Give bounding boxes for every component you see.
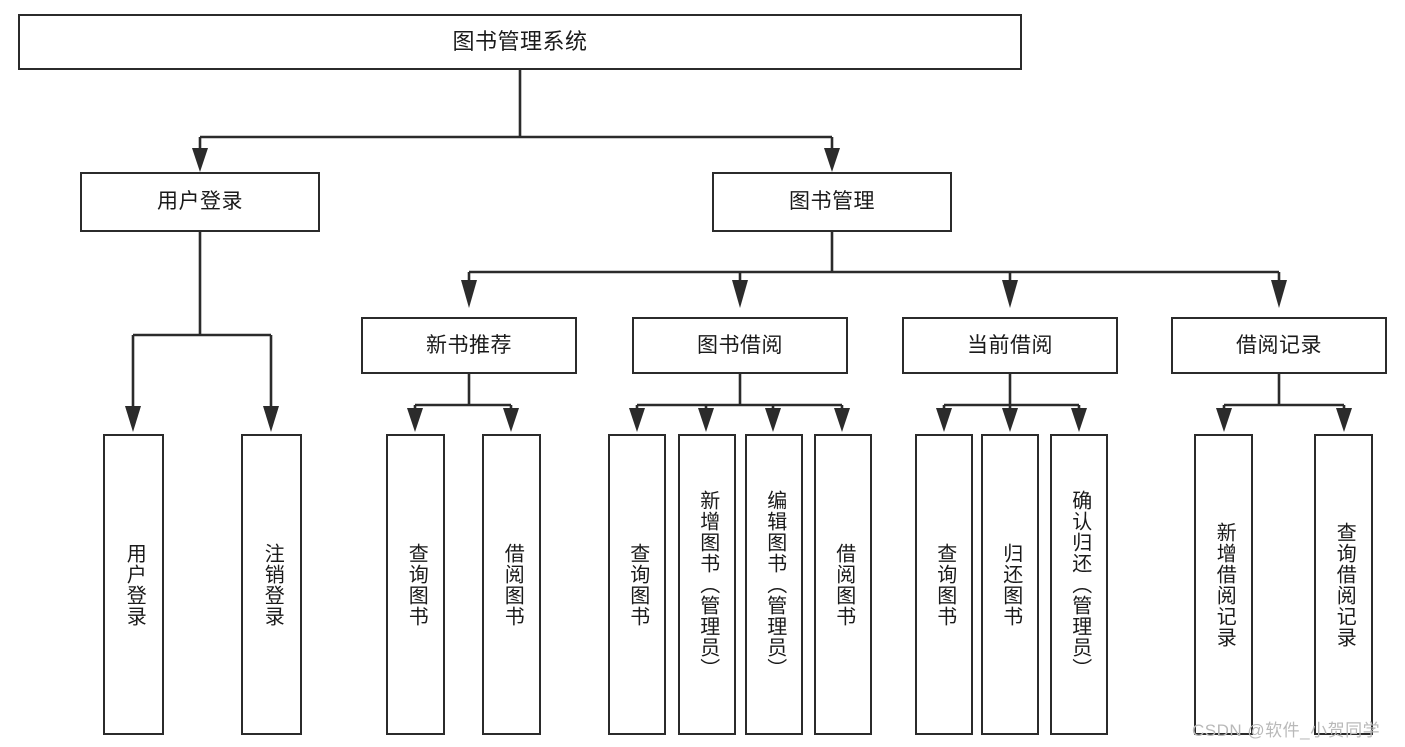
csdn-watermark: CSDN @软件_小贺同学 — [1192, 721, 1381, 740]
node-root-system[interactable]: 图书管理系统 — [18, 14, 1022, 70]
leaf-borrow-book-recommend[interactable]: 借阅图书 — [482, 434, 541, 735]
node-current-borrow[interactable]: 当前借阅 — [902, 317, 1118, 374]
node-book-manage-label: 图书管理 — [789, 190, 875, 214]
node-book-manage[interactable]: 图书管理 — [712, 172, 952, 232]
leaf-borrow-book-borrow[interactable]: 借阅图书 — [814, 434, 872, 735]
leaf-query-book-recommend[interactable]: 查询图书 — [386, 434, 445, 735]
node-user-login-label: 用户登录 — [157, 190, 243, 214]
leaf-edit-book-admin[interactable]: 编辑图书（管理员） — [745, 434, 803, 735]
leaf-query-book-current-label: 查询图书 — [933, 542, 956, 627]
leaf-borrow-book-recommend-label: 借阅图书 — [501, 542, 524, 627]
leaf-logout-login-label: 注销登录 — [261, 542, 284, 627]
leaf-add-book-admin-label: 新增图书（管理员） — [696, 490, 719, 679]
leaf-query-borrow-record-label: 查询借阅记录 — [1333, 521, 1356, 648]
leaf-user-login[interactable]: 用户登录 — [103, 434, 164, 735]
leaf-user-login-label: 用户登录 — [123, 542, 146, 627]
node-borrow-record[interactable]: 借阅记录 — [1171, 317, 1387, 374]
leaf-return-book-label: 归还图书 — [999, 542, 1022, 627]
leaf-confirm-return-admin[interactable]: 确认归还（管理员） — [1050, 434, 1108, 735]
node-book-borrow-label: 图书借阅 — [697, 333, 783, 357]
leaf-query-book-borrow[interactable]: 查询图书 — [608, 434, 666, 735]
leaf-query-book-current[interactable]: 查询图书 — [915, 434, 973, 735]
node-book-borrow[interactable]: 图书借阅 — [632, 317, 848, 374]
node-borrow-record-label: 借阅记录 — [1236, 333, 1322, 357]
leaf-query-book-recommend-label: 查询图书 — [405, 542, 428, 627]
leaf-confirm-return-admin-label: 确认归还（管理员） — [1068, 490, 1091, 679]
leaf-borrow-book-borrow-label: 借阅图书 — [832, 542, 855, 627]
node-new-book-recommend-label: 新书推荐 — [426, 333, 512, 357]
leaf-add-borrow-record-label: 新增借阅记录 — [1213, 521, 1236, 648]
leaf-return-book[interactable]: 归还图书 — [981, 434, 1039, 735]
leaf-query-borrow-record[interactable]: 查询借阅记录 — [1314, 434, 1373, 735]
leaf-add-book-admin[interactable]: 新增图书（管理员） — [678, 434, 736, 735]
node-root-label: 图书管理系统 — [452, 28, 588, 54]
node-current-borrow-label: 当前借阅 — [967, 333, 1053, 357]
leaf-edit-book-admin-label: 编辑图书（管理员） — [763, 490, 786, 679]
node-new-book-recommend[interactable]: 新书推荐 — [361, 317, 577, 374]
leaf-logout-login[interactable]: 注销登录 — [241, 434, 302, 735]
leaf-query-book-borrow-label: 查询图书 — [626, 542, 649, 627]
leaf-add-borrow-record[interactable]: 新增借阅记录 — [1194, 434, 1253, 735]
node-user-login[interactable]: 用户登录 — [80, 172, 320, 232]
